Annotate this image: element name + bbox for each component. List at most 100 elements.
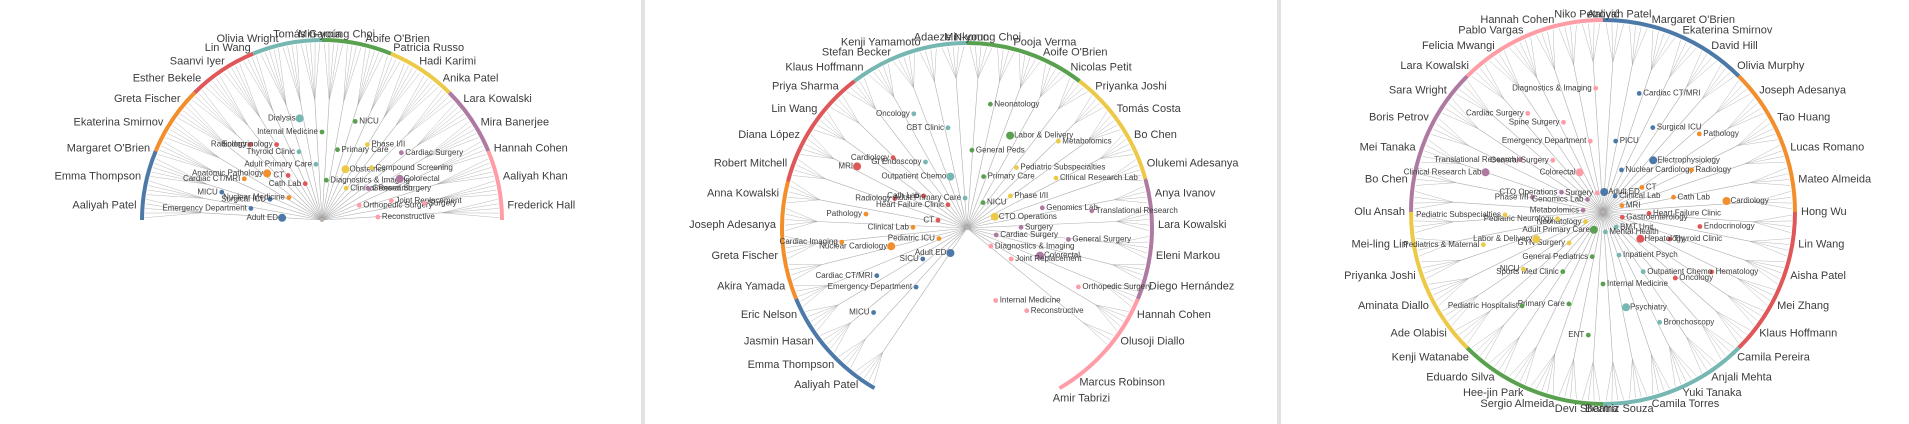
leaf-node	[168, 122, 172, 126]
category-label: Cardiology	[1731, 196, 1769, 205]
branch-link	[321, 157, 425, 221]
category-label: Neonatology	[994, 99, 1039, 108]
branch-link	[321, 184, 437, 221]
leaf-node	[271, 45, 275, 49]
category-node	[1525, 111, 1531, 116]
leaf-link	[1451, 295, 1479, 326]
leaf-node	[1786, 159, 1790, 163]
leaf-link	[788, 191, 820, 201]
leaf-node	[806, 131, 810, 135]
leaf-link	[1650, 31, 1659, 71]
leaf-link	[1650, 353, 1671, 389]
leaf-link	[1535, 35, 1556, 71]
leaf-link	[859, 351, 883, 376]
leaf-node	[1743, 339, 1747, 343]
category-label: Adult ED	[1608, 187, 1640, 196]
branch-link	[966, 221, 1117, 229]
leaf-link	[172, 125, 220, 159]
leaf-node	[1580, 401, 1584, 405]
category-label: Radiology	[1696, 165, 1732, 174]
leaf-link	[830, 322, 851, 349]
category-label: General Peds	[976, 145, 1025, 154]
leaf-link	[145, 203, 203, 214]
leaf-link	[223, 72, 261, 118]
branch-link	[966, 81, 1000, 229]
leaf-node	[826, 103, 830, 108]
leaf-link	[863, 77, 876, 110]
leaf-node	[1646, 23, 1650, 27]
category-label: Hepatology	[1644, 234, 1684, 243]
leaf-node	[140, 216, 144, 220]
leaf-node	[442, 86, 446, 90]
leaf-link	[969, 45, 979, 79]
leaf-node	[1087, 87, 1092, 91]
category-node	[1671, 194, 1676, 200]
leaf-link	[182, 110, 228, 147]
leaf-link	[952, 46, 957, 79]
category-label: Cardiac Imaging	[780, 237, 838, 246]
leaf-link	[1632, 359, 1648, 396]
category-node	[1039, 205, 1045, 211]
leaf-node	[1447, 325, 1452, 329]
leaf-link	[1744, 144, 1780, 165]
leaf-link	[1444, 295, 1479, 317]
leaf-node	[796, 151, 800, 155]
leaf-node	[1730, 352, 1734, 356]
leaf-link	[820, 322, 851, 336]
leaf-link	[1083, 322, 1114, 336]
category-label: Clinical Research Lab	[1404, 167, 1482, 176]
leaf-node	[786, 178, 790, 182]
leaf-link	[1058, 84, 1080, 110]
branch-link	[321, 170, 432, 221]
category-label: Phase I/II	[1495, 192, 1529, 201]
group-arc	[1409, 74, 1469, 213]
leaf-link	[439, 194, 498, 199]
category-node	[1089, 208, 1095, 214]
leaf-link	[1435, 123, 1469, 146]
root-node	[320, 218, 324, 222]
leaf-node	[1142, 279, 1146, 283]
leaf-node	[1437, 310, 1441, 314]
leaf-link	[416, 117, 467, 147]
leaf-node	[404, 59, 408, 63]
leaf-link	[1414, 196, 1454, 203]
category-label: CBT Clinic	[906, 123, 944, 132]
person-label: Lara Kowalski	[1158, 219, 1226, 231]
person-label: Hee-jin Park	[1463, 387, 1524, 399]
leaf-link	[913, 53, 915, 88]
leaf-node	[1150, 229, 1154, 233]
leaf-link	[357, 48, 366, 106]
category-label: Joint Replacement	[395, 196, 462, 205]
leaf-link	[1471, 324, 1505, 348]
leaf-link	[1095, 304, 1127, 317]
leaf-link	[1114, 191, 1146, 201]
leaf-link	[1095, 304, 1129, 312]
leaf-link	[148, 185, 205, 199]
leaf-node	[188, 96, 192, 100]
leaf-link	[424, 125, 472, 159]
leaf-node	[1496, 49, 1500, 54]
leaf-link	[1020, 55, 1026, 88]
leaf-node	[912, 49, 916, 53]
leaf-node	[1657, 393, 1662, 398]
leaf-node	[1778, 136, 1782, 141]
branch-link	[966, 227, 1084, 323]
leaf-link	[1737, 278, 1771, 301]
leaf-node	[1758, 320, 1762, 324]
leaf-node	[928, 45, 932, 49]
leaf-link	[838, 99, 860, 124]
leaf-link	[1650, 37, 1676, 71]
leaf-link	[406, 99, 453, 136]
category-node	[1636, 234, 1645, 243]
category-node	[366, 186, 371, 192]
category-node	[365, 142, 370, 148]
leaf-node	[834, 95, 838, 99]
category-node	[278, 213, 287, 222]
branch-link	[913, 87, 968, 229]
leaf-node	[1761, 315, 1766, 319]
branch-link	[321, 110, 372, 221]
leaf-link	[1686, 53, 1708, 88]
category-label: Emergency Department	[828, 282, 913, 291]
